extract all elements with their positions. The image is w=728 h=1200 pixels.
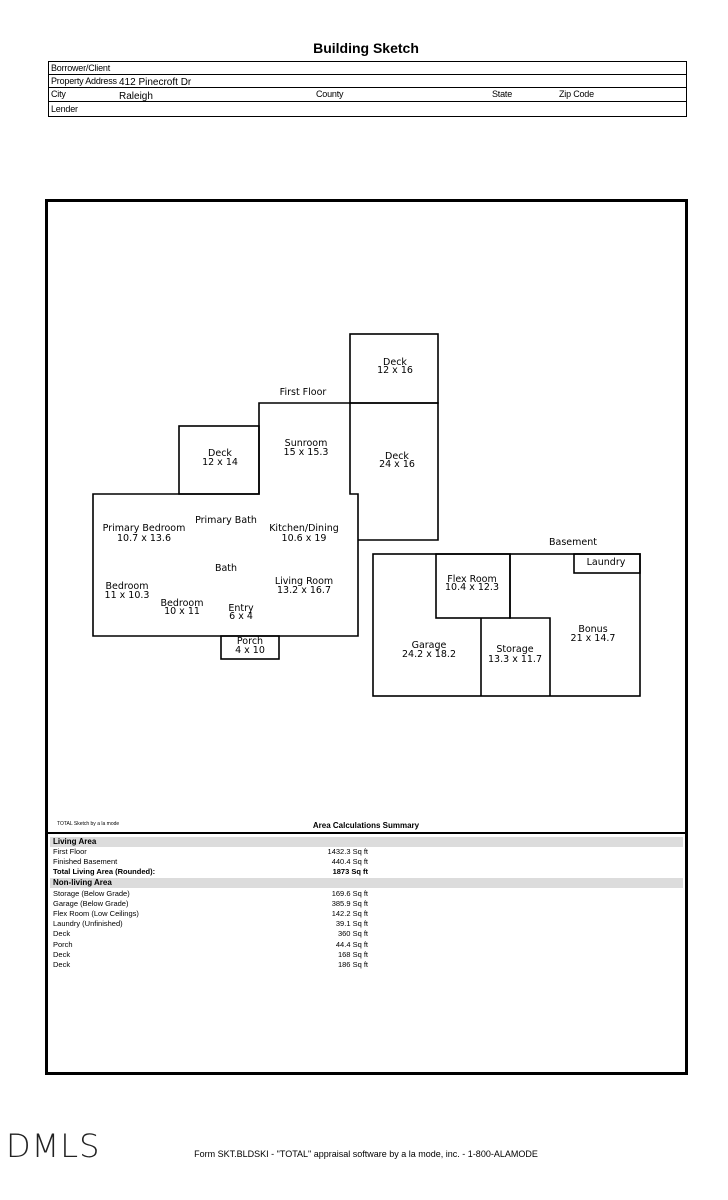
- bedroom2-dims: 10 x 11: [164, 606, 200, 617]
- row-value: 385.9 Sq ft: [331, 899, 368, 908]
- row-name: Deck: [53, 960, 71, 969]
- nonliving-area-header-text: Non-living Area: [53, 878, 112, 887]
- laundry-outline: [573, 553, 641, 574]
- summary-row: Laundry (Unfinished) 39.1 Sq ft: [53, 919, 368, 929]
- row-name: First Floor: [53, 847, 87, 856]
- software-note: TOTAL Sketch by a la mode: [57, 821, 120, 827]
- garage-name: Garage: [412, 640, 447, 651]
- bedroom1-dims: 11 x 10.3: [105, 590, 150, 601]
- sketch-frame: [45, 199, 688, 1075]
- row-value: 440.4 Sq ft: [331, 857, 368, 866]
- deck-top-name: Deck: [383, 357, 407, 368]
- deck-right-dims: 24 x 16: [379, 459, 415, 470]
- row-name: Porch: [53, 940, 73, 949]
- city-label: City: [51, 89, 66, 99]
- footer-text: Form SKT.BLDSKI - "TOTAL" appraisal soft…: [194, 1149, 538, 1159]
- summary-row: First Floor 1432.3 Sq ft: [53, 847, 368, 857]
- city-row: City Raleigh County State Zip Code: [49, 88, 686, 102]
- house-outline: [92, 402, 359, 637]
- row-value: 168 Sq ft: [337, 950, 368, 959]
- bonus-name: Bonus: [578, 624, 607, 635]
- living-area-header-text: Living Area: [53, 837, 97, 846]
- bedroom1-name: Bedroom: [106, 581, 149, 592]
- row-value: 360 Sq ft: [337, 929, 368, 938]
- borrower-label: Borrower/Client: [51, 63, 111, 73]
- primary-bath-name: Primary Bath: [195, 515, 257, 526]
- primary-bedroom-name: Primary Bedroom: [103, 523, 186, 534]
- page-title: Building Sketch: [313, 40, 419, 56]
- living-area-header: Living Area: [50, 837, 683, 847]
- living-room-name: Living Room: [275, 576, 333, 587]
- row-name: Storage (Below Grade): [53, 889, 130, 898]
- entry-dims: 6 x 4: [229, 611, 253, 622]
- storage-dims: 13.3 x 11.7: [488, 654, 542, 665]
- deck-right-name: Deck: [385, 451, 409, 462]
- total-value: 1873 Sq ft: [332, 867, 368, 876]
- deck-small-name: Deck: [208, 448, 232, 459]
- summary-title: Area Calculations Summary: [312, 821, 420, 830]
- laundry-name: Laundry: [587, 557, 626, 568]
- storage-name: Storage: [496, 644, 533, 655]
- kitchen-dims: 10.6 x 19: [282, 533, 327, 544]
- entry-name: Entry: [228, 603, 254, 614]
- total-row: Total Living Area (Rounded): 1873 Sq ft: [53, 867, 368, 877]
- row-name: Deck: [53, 929, 71, 938]
- porch-dims: 4 x 10: [235, 645, 265, 656]
- zip-label: Zip Code: [559, 89, 594, 99]
- summary-row: Storage (Below Grade) 169.6 Sq ft: [53, 889, 368, 899]
- row-value: 169.6 Sq ft: [331, 889, 368, 898]
- row-value: 142.2 Sq ft: [331, 909, 368, 918]
- porch-name: Porch: [237, 636, 263, 647]
- porch-outline: [220, 635, 280, 660]
- city-value: Raleigh: [119, 91, 153, 102]
- row-name: Laundry (Unfinished): [53, 919, 123, 928]
- living-room-dims: 13.2 x 16.7: [277, 585, 331, 596]
- summary-row: Garage (Below Grade) 385.9 Sq ft: [53, 899, 368, 909]
- summary-row: Flex Room (Low Ceilings) 142.2 Sq ft: [53, 909, 368, 919]
- kitchen-name: Kitchen/Dining: [269, 523, 339, 534]
- lender-row: Lender: [49, 102, 686, 115]
- bedroom2-name: Bedroom: [161, 598, 204, 609]
- flex-room-dims: 10.4 x 12.3: [445, 582, 499, 593]
- total-name: Total Living Area (Rounded):: [53, 867, 156, 876]
- flex-room-name: Flex Room: [447, 574, 496, 585]
- summary-row: Deck 168 Sq ft: [53, 950, 368, 960]
- lender-label: Lender: [51, 104, 78, 114]
- bonus-dims: 21 x 14.7: [571, 633, 616, 644]
- row-value: 186 Sq ft: [337, 960, 368, 969]
- deck-right-outline: [350, 402, 439, 541]
- address-row: Property Address 412 Pinecroft Dr: [49, 75, 686, 88]
- basement-label: Basement: [549, 537, 597, 548]
- deck-small-dims: 12 x 14: [202, 457, 238, 468]
- nonliving-area-header: Non-living Area: [50, 878, 683, 888]
- dmls-logo: DMLS: [6, 1127, 101, 1165]
- summary-row: Porch 44.4 Sq ft: [53, 940, 368, 950]
- sunroom-dims: 15 x 15.3: [284, 447, 329, 458]
- summary-row: Deck 360 Sq ft: [53, 929, 368, 939]
- state-label: State: [492, 89, 513, 99]
- deck-top-dims: 12 x 16: [377, 365, 413, 376]
- county-label: County: [316, 89, 344, 99]
- address-label: Property Address: [51, 76, 117, 86]
- primary-bedroom-dims: 10.7 x 13.6: [117, 533, 171, 544]
- sunroom-name: Sunroom: [285, 438, 328, 449]
- row-value: 44.4 Sq ft: [335, 940, 368, 949]
- row-name: Finished Basement: [53, 857, 118, 866]
- first-floor-label: First Floor: [280, 387, 327, 398]
- row-name: Flex Room (Low Ceilings): [53, 909, 139, 918]
- address-value: 412 Pinecroft Dr: [119, 77, 192, 88]
- garage-dims: 24.2 x 18.2: [402, 649, 456, 660]
- row-name: Deck: [53, 950, 71, 959]
- property-info-table: Borrower/Client Property Address 412 Pin…: [48, 61, 687, 117]
- borrower-row: Borrower/Client: [49, 62, 686, 75]
- row-value: 39.1 Sq ft: [335, 919, 368, 928]
- summary-divider: [46, 832, 686, 834]
- row-value: 1432.3 Sq ft: [327, 847, 368, 856]
- summary-row: Finished Basement 440.4 Sq ft: [53, 857, 368, 867]
- summary-row: Deck 186 Sq ft: [53, 960, 368, 970]
- bonus-outline: [509, 554, 551, 696]
- row-name: Garage (Below Grade): [53, 899, 129, 908]
- bath-name: Bath: [215, 563, 237, 574]
